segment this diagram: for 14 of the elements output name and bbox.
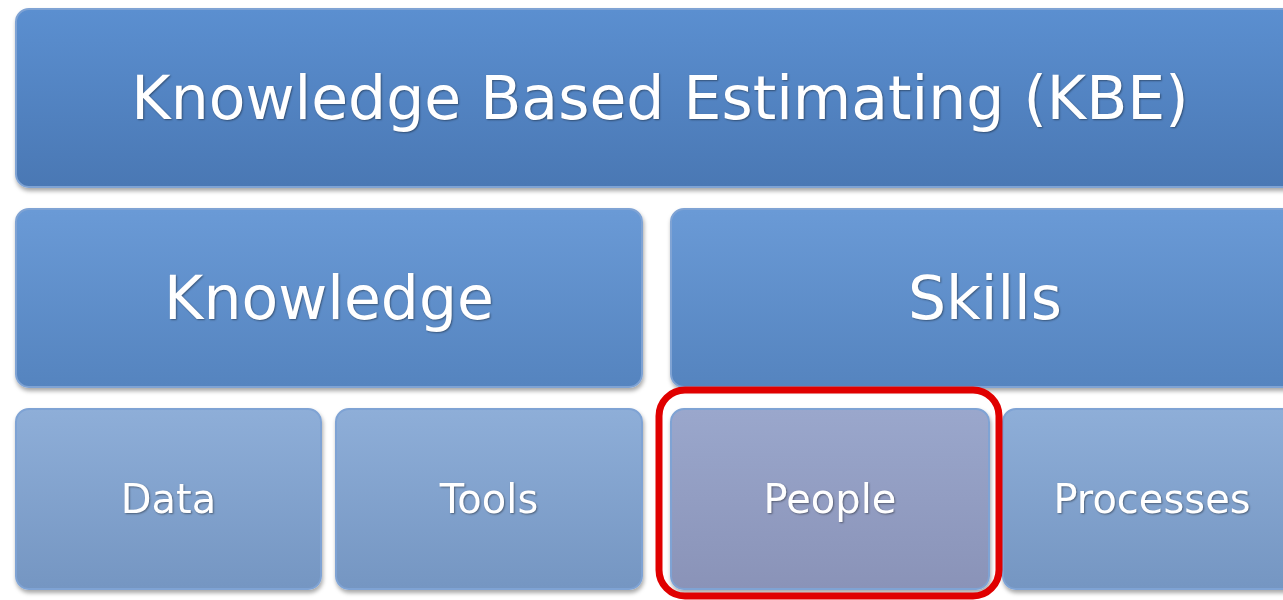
block-label: People: [763, 476, 897, 522]
block-label: Tools: [439, 476, 539, 522]
title-block: [15, 8, 1283, 188]
category-block: [15, 208, 643, 388]
category-block: [670, 208, 1283, 388]
block-label: Skills: [907, 263, 1063, 333]
component-block: [335, 408, 643, 590]
block-label: Knowledge Based Estimating (KBE): [131, 63, 1189, 133]
block-label: Knowledge: [164, 263, 494, 333]
block-label: Processes: [1053, 476, 1251, 522]
component-block: [670, 408, 990, 590]
component-block: [15, 408, 322, 590]
component-block: [1002, 408, 1283, 590]
block-label: Data: [120, 476, 217, 522]
